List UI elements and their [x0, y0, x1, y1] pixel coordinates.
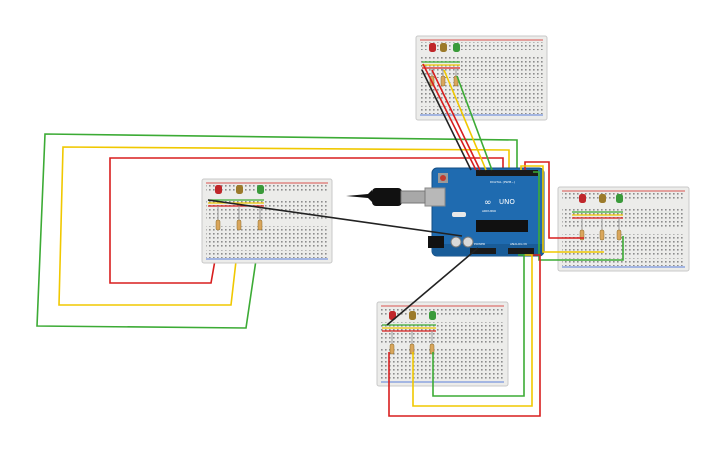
- led-top-green[interactable]: [453, 43, 460, 52]
- resistor-top-yellow[interactable]: [440, 75, 446, 87]
- wire-red-top-2[interactable]: [422, 63, 477, 171]
- led-left-red[interactable]: [215, 185, 222, 194]
- led-left-green[interactable]: [257, 185, 264, 194]
- wire-yellow-left[interactable]: [58, 146, 510, 306]
- arduino-model-label: UNO: [499, 198, 515, 206]
- capacitor-1: [450, 236, 462, 248]
- wire-red-top[interactable]: [431, 69, 481, 171]
- wire-black-left[interactable]: [207, 199, 463, 237]
- breadboard-bottom: [376, 301, 509, 387]
- power-jack: [428, 236, 444, 248]
- digital-header: [476, 170, 538, 176]
- resistor-left-green[interactable]: [257, 219, 263, 231]
- power-header: [470, 248, 496, 254]
- wire-red-left[interactable]: [109, 157, 504, 284]
- led-top-yellow[interactable]: [440, 43, 447, 52]
- resistor-bottom-red[interactable]: [389, 343, 395, 355]
- wire-yellow-right[interactable]: [520, 165, 604, 253]
- usb-port: [424, 187, 446, 207]
- resistor-bottom-yellow[interactable]: [409, 343, 415, 355]
- arduino-brand-label: ARDUINO: [482, 209, 497, 213]
- resistor-right-green[interactable]: [616, 229, 622, 241]
- led-right-red[interactable]: [579, 194, 586, 203]
- breadboard-top: [415, 35, 548, 121]
- wire-green-top[interactable]: [456, 75, 493, 171]
- arduino-uno-board[interactable]: ∞ UNO ARDUINO DIGITAL (PWM~) POWER ANALO…: [424, 167, 545, 257]
- wire-black-bottom[interactable]: [386, 247, 479, 326]
- led-right-yellow[interactable]: [599, 194, 606, 203]
- microcontroller-chip: [476, 220, 528, 232]
- led-bottom-yellow[interactable]: [409, 311, 416, 320]
- wire-yellow-bottom[interactable]: [412, 254, 533, 407]
- wire-yellow-top[interactable]: [443, 69, 487, 171]
- wire-green-bottom[interactable]: [432, 254, 525, 397]
- resistor-left-yellow[interactable]: [236, 219, 242, 231]
- arduino-logo-icon: ∞: [484, 198, 492, 208]
- capacitor-2: [462, 236, 474, 248]
- led-top-red[interactable]: [429, 43, 436, 52]
- resistor-right-yellow[interactable]: [599, 229, 605, 241]
- analog-header: [508, 248, 534, 254]
- wires-back-layer: [36, 133, 518, 329]
- wire-green-right[interactable]: [533, 171, 624, 261]
- arduino-power-label: POWER: [474, 242, 485, 246]
- reset-button-cap-icon: [440, 175, 446, 181]
- arduino-analog-label: ANALOG IN: [510, 242, 527, 246]
- led-left-yellow[interactable]: [236, 185, 243, 194]
- resistor-left-red[interactable]: [215, 219, 221, 231]
- resistor-bottom-green[interactable]: [429, 343, 435, 355]
- wire-black-top[interactable]: [421, 69, 472, 171]
- led-bottom-green[interactable]: [429, 311, 436, 320]
- arduino-digital-label: DIGITAL (PWM~): [490, 180, 515, 184]
- crystal: [452, 212, 466, 217]
- wire-green-left[interactable]: [36, 133, 518, 329]
- usb-cable[interactable]: [346, 188, 426, 206]
- led-right-green[interactable]: [616, 194, 623, 203]
- resistor-top-green[interactable]: [453, 75, 459, 87]
- wire-red-right[interactable]: [524, 161, 584, 239]
- wire-red-bottom[interactable]: [388, 254, 541, 417]
- led-bottom-red[interactable]: [389, 311, 396, 320]
- front-layer: [207, 43, 624, 417]
